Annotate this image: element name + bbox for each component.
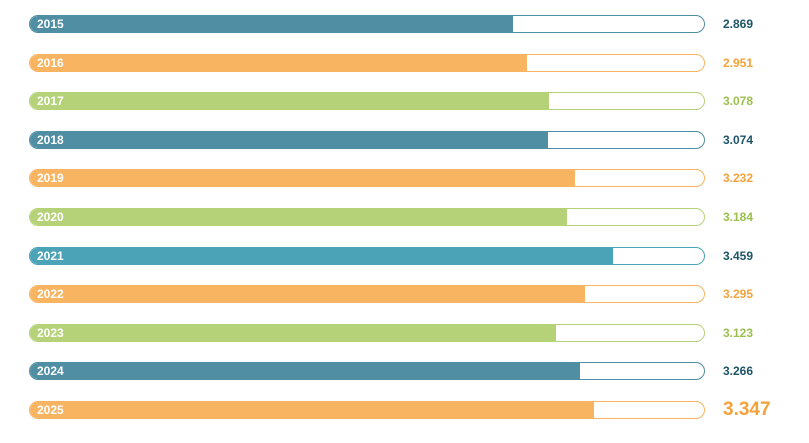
category-label: 2018 [37,133,64,147]
bar-track [29,247,705,265]
bar-2023 [30,325,557,341]
category-label: 2022 [37,287,64,301]
bar-track [29,401,705,419]
bar-row-2016: 2016 2.951 [0,54,809,74]
bar-2019 [30,170,575,186]
bar-row-2015: 2015 2.869 [0,15,809,35]
bar-2025 [30,402,594,418]
value-label: 3.266 [723,364,754,378]
category-label: 2023 [37,326,64,340]
bar-row-2020: 2020 3.184 [0,208,809,228]
category-label: 2024 [37,364,64,378]
value-label: 3.295 [723,287,754,301]
bar-track [29,362,705,380]
bar-2017 [30,93,549,109]
bar-row-2018: 2018 3.074 [0,131,809,151]
bar-track [29,169,705,187]
bar-2015 [30,16,514,32]
bar-track [29,92,705,110]
bar-track [29,324,705,342]
bar-2016 [30,55,528,71]
value-label: 3.232 [723,171,754,185]
bar-row-2024: 2024 3.266 [0,362,809,382]
value-label: 3.123 [723,326,754,340]
bar-row-2025: 2025 3.347 [0,399,809,421]
bar-2018 [30,132,548,148]
bar-row-2019: 2019 3.232 [0,169,809,189]
value-label: 3.078 [723,94,754,108]
value-label: 2.951 [723,56,754,70]
category-label: 2017 [37,94,64,108]
category-label: 2020 [37,210,64,224]
bar-row-2023: 2023 3.123 [0,324,809,344]
bar-track [29,285,705,303]
bar-2022 [30,286,586,302]
bar-2020 [30,209,567,225]
bar-track [29,54,705,72]
bar-row-2017: 2017 3.078 [0,92,809,112]
category-label: 2025 [37,403,64,417]
category-label: 2016 [37,56,64,70]
value-label: 3.347 [723,399,771,420]
bar-2024 [30,363,581,379]
bar-2021 [30,248,613,264]
bar-row-2022: 2022 3.295 [0,285,809,305]
category-label: 2019 [37,171,64,185]
value-label: 3.459 [723,249,754,263]
bar-track [29,131,705,149]
value-label: 3.184 [723,210,754,224]
category-label: 2021 [37,249,64,263]
category-label: 2015 [37,17,64,31]
bar-track [29,208,705,226]
value-label: 3.074 [723,133,754,147]
bar-track [29,15,705,33]
bar-row-2021: 2021 3.459 [0,247,809,267]
value-label: 2.869 [723,17,754,31]
